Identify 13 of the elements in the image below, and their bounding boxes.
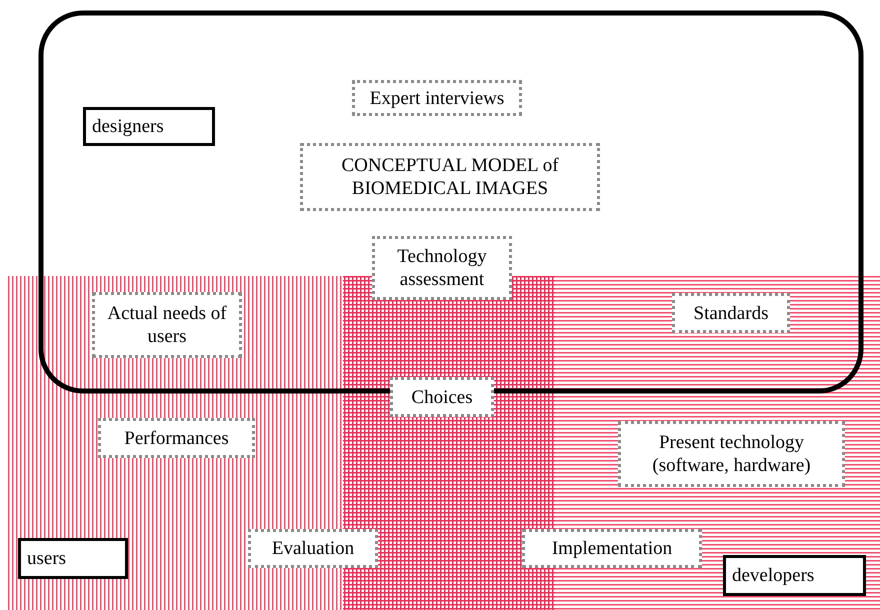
group-label-box: users <box>18 538 128 579</box>
activity-box: Evaluation <box>248 529 378 568</box>
activity-box: Actual needs of users <box>92 292 242 358</box>
activity-box: Standards <box>672 293 790 333</box>
activity-box: Performances <box>98 418 255 458</box>
activity-box: Technology assessment <box>372 236 512 300</box>
group-label-box: designers <box>83 107 215 146</box>
activity-box: Implementation <box>522 529 702 568</box>
group-label-box: developers <box>723 555 866 596</box>
model-box: CONCEPTUAL MODEL of BIOMEDICAL IMAGES <box>300 143 600 211</box>
activity-box: Expert interviews <box>352 80 522 116</box>
activity-box: Choices <box>390 377 494 417</box>
activity-box: Present technology (software, hardware) <box>618 421 845 487</box>
